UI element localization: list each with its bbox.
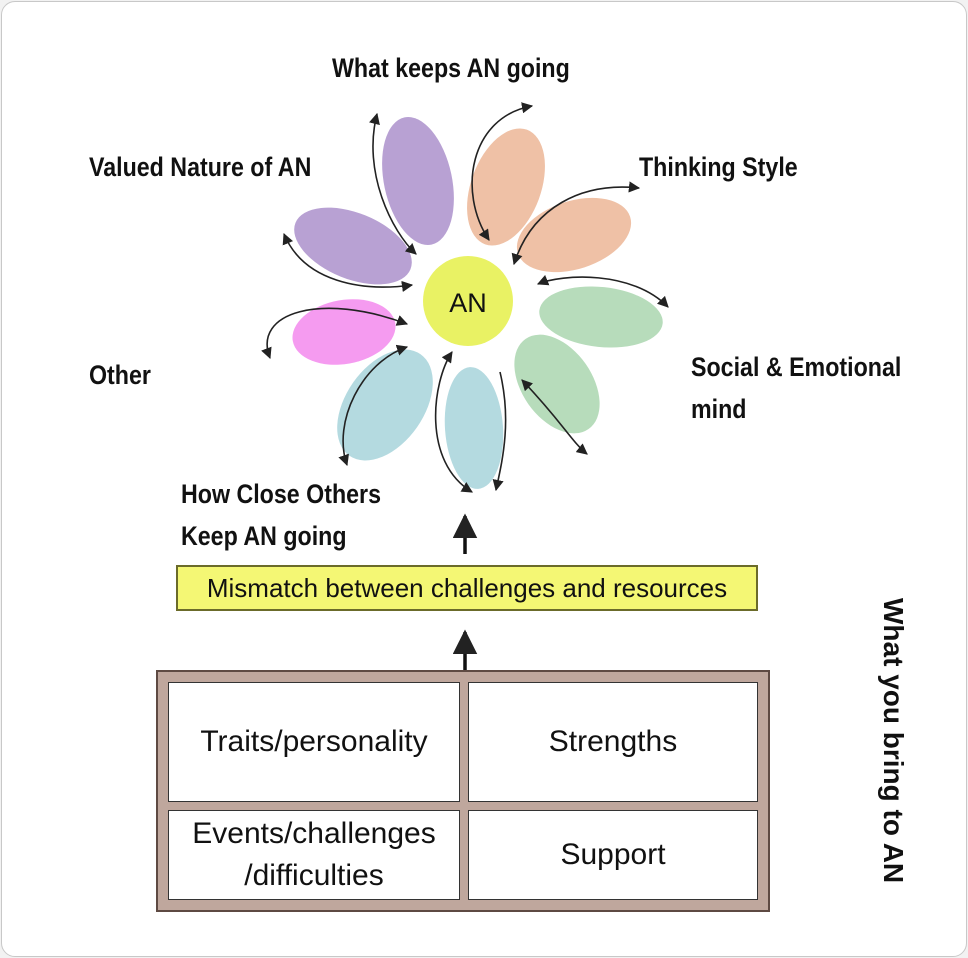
arrow-thinking-style: [511, 181, 641, 266]
center-circle: [423, 256, 513, 346]
label-thinking-style: Thinking Style: [639, 152, 798, 182]
arrow-what-keeps-right: [471, 102, 534, 241]
label-what-keeps-an-going: What keeps AN going: [332, 53, 570, 83]
bring-grid: Traits/personality Strengths Events/chal…: [156, 670, 770, 912]
arrow-social-lower: [521, 379, 588, 455]
cell-support: Support: [468, 810, 758, 900]
cell-events: Events/challenges /difficulties: [168, 810, 460, 900]
arrow-close-others-right: [434, 351, 473, 493]
label-how-close-others: How Close Others Keep AN going: [181, 479, 381, 551]
label-other: Other: [89, 360, 151, 390]
label-social-emotional: Social & Emotional mind: [691, 352, 902, 424]
side-label: What you bring to AN: [878, 598, 909, 884]
center-label: AN: [449, 288, 487, 318]
arrow-close-others-left: [338, 344, 409, 467]
arrow-other: [261, 307, 409, 360]
label-valued-nature: Valued Nature of AN: [89, 152, 312, 182]
arrow-valued-nature: [282, 232, 414, 292]
cell-traits: Traits/personality: [168, 682, 460, 802]
cycle-arrows: [261, 102, 669, 493]
cell-strengths: Strengths: [468, 682, 758, 802]
arrow-social-mid: [492, 371, 507, 492]
mismatch-box: Mismatch between challenges and resource…: [176, 565, 758, 611]
arrow-social: [536, 274, 669, 308]
